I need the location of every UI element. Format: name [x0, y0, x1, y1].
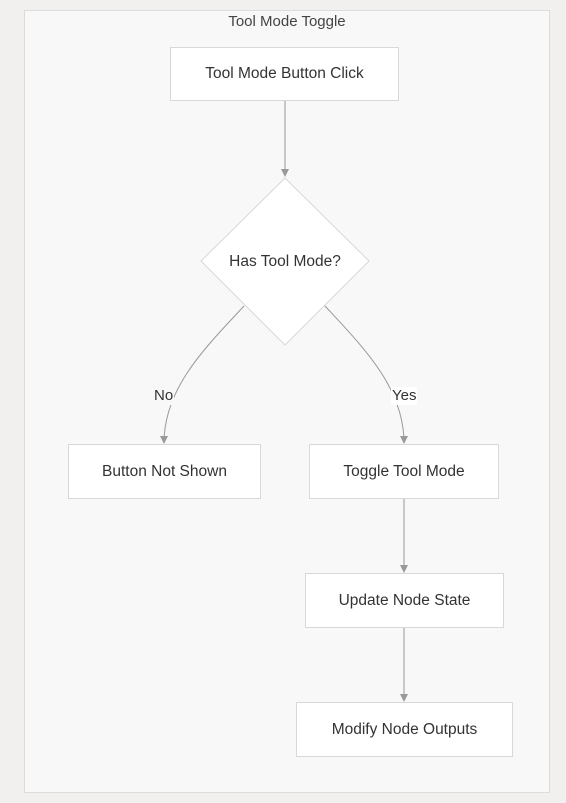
- node-modify-node-outputs: Modify Node Outputs: [296, 702, 513, 757]
- node-tool-mode-button-click: Tool Mode Button Click: [170, 47, 399, 101]
- cluster-tool-mode-toggle: [24, 10, 550, 793]
- node-button-not-shown: Button Not Shown: [68, 444, 261, 499]
- edge-label-no: No: [153, 387, 175, 405]
- decision-diamond: [200, 177, 370, 346]
- cluster-title: Tool Mode Toggle: [228, 13, 346, 30]
- edge-label-yes: Yes: [391, 387, 418, 405]
- node-update-node-state: Update Node State: [305, 573, 504, 628]
- edge-decision-to-not-shown: [160, 305, 245, 444]
- edge-decision-to-toggle: [324, 305, 408, 444]
- node-toggle-tool-mode: Toggle Tool Mode: [309, 444, 499, 499]
- node-has-tool-mode-label: Has Tool Mode?: [229, 253, 341, 270]
